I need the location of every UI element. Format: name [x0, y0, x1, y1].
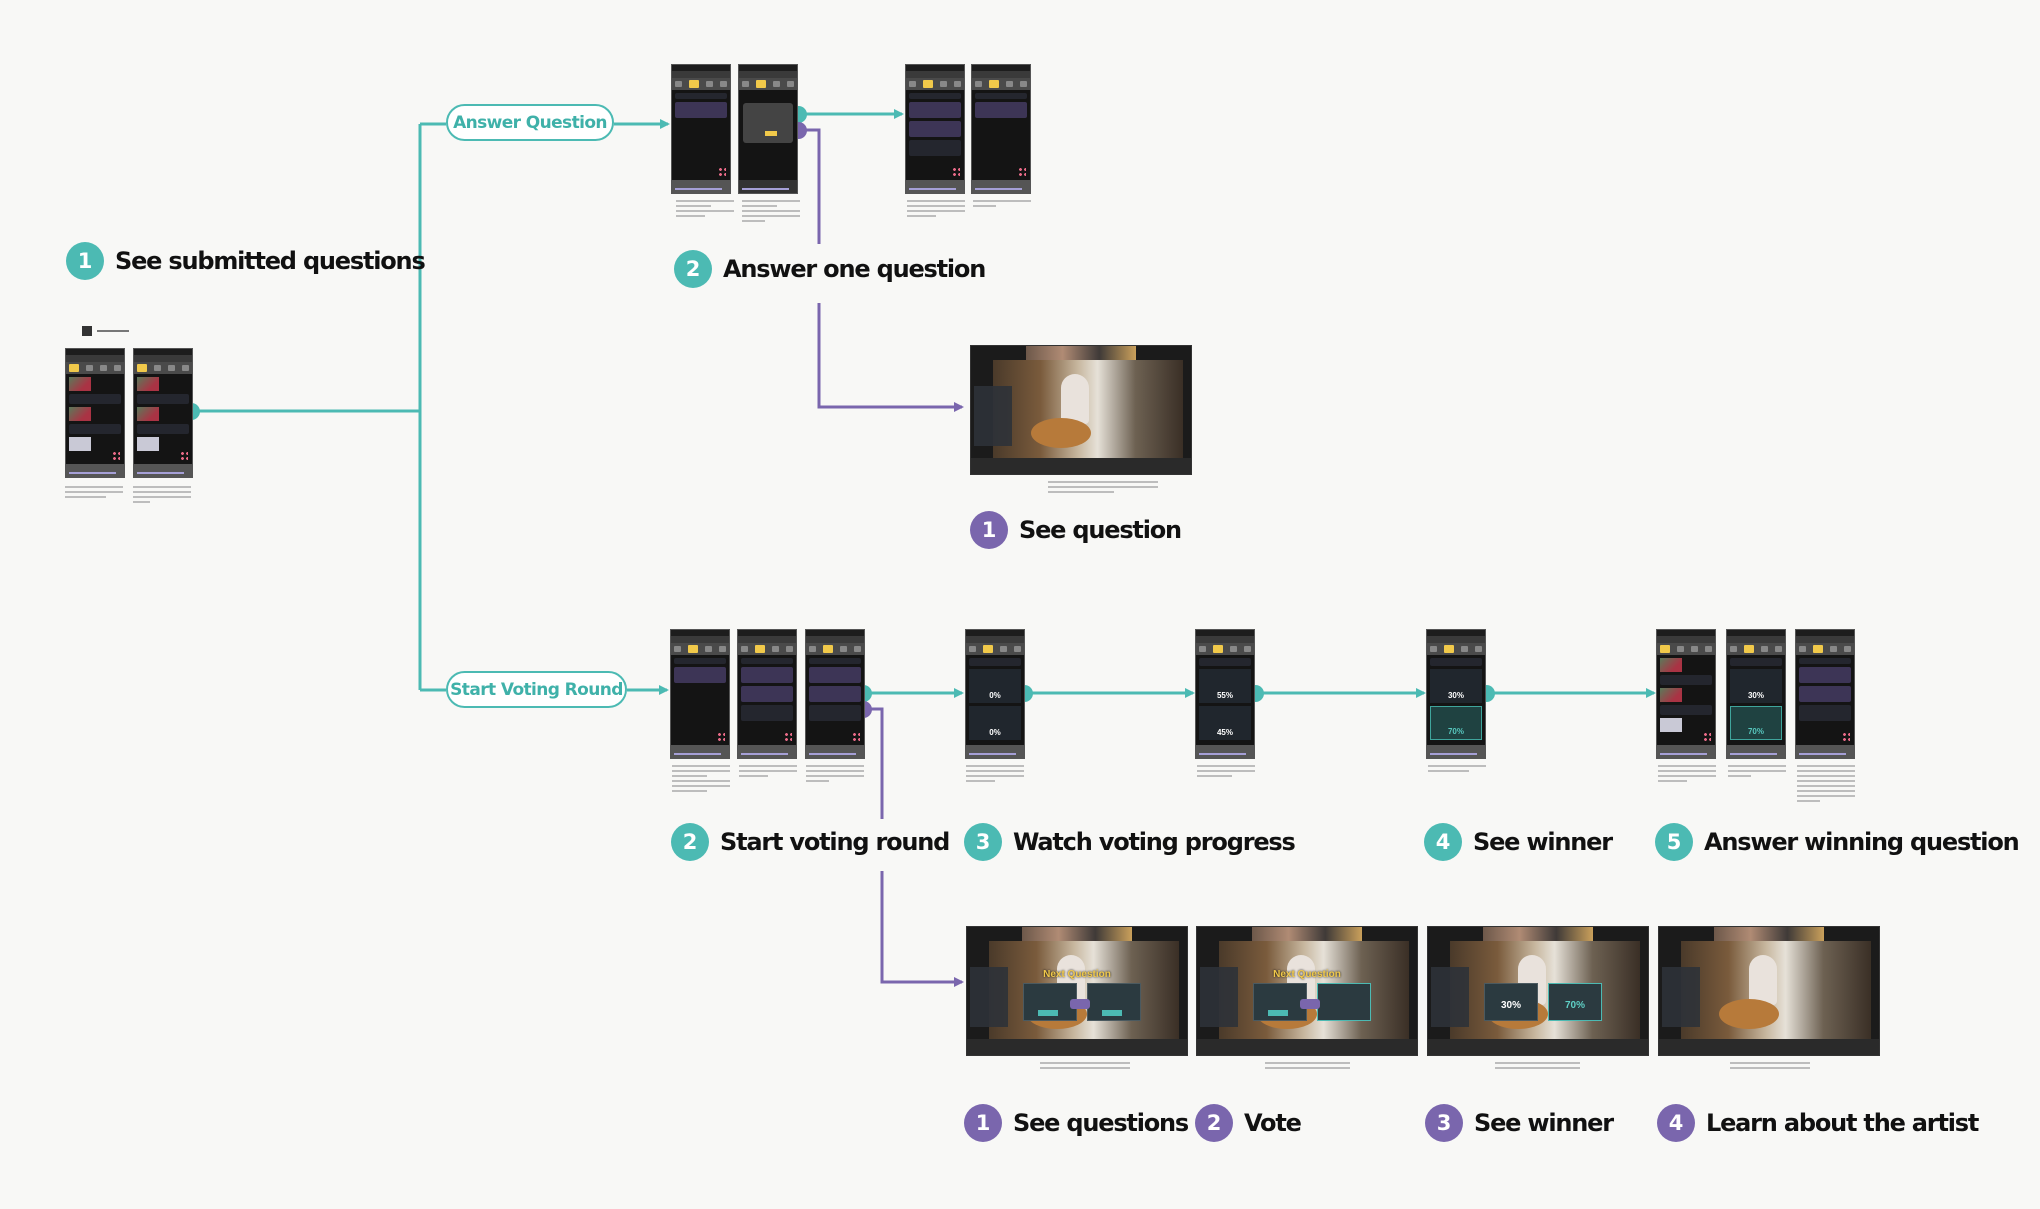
phone-screen: [65, 348, 125, 478]
vote-button[interactable]: [1102, 1010, 1122, 1016]
connector-root: [191, 122, 446, 692]
step-label: See winner: [1473, 828, 1613, 856]
vote-percent-winner: 70%: [1564, 1000, 1585, 1011]
step-number: 3: [1425, 1104, 1463, 1142]
phone-screen: [1795, 629, 1855, 759]
phone-answer-winning: 30% 70%: [1726, 629, 1786, 759]
step-watch-voting-progress: 3 Watch voting progress: [964, 823, 1296, 861]
vote-percent-top: 30%: [1730, 669, 1782, 703]
caption: [1428, 765, 1486, 775]
vote-timer: [1070, 999, 1090, 1009]
vote-button[interactable]: [1038, 1010, 1058, 1016]
step-label: Answer one question: [723, 255, 986, 283]
caption: [676, 200, 734, 220]
step-number: 2: [1195, 1104, 1233, 1142]
caption: [1265, 1062, 1350, 1072]
caption: [907, 200, 965, 220]
fan-step-learn-about-artist: 4 Learn about the artist: [1657, 1104, 1979, 1142]
phone-voting-start: 0% 0%: [965, 629, 1025, 759]
step-label: Learn about the artist: [1706, 1109, 1979, 1137]
fan-step-see-winner: 3 See winner: [1425, 1104, 1614, 1142]
caption: [806, 765, 864, 785]
vote-button[interactable]: [1268, 1010, 1288, 1016]
phone-screen: [671, 64, 731, 194]
step-answer-winning-question: 5 Answer winning question: [1655, 823, 2020, 861]
branch-answer-question: Answer Question: [446, 104, 614, 141]
step-label: Answer winning question: [1704, 828, 2020, 856]
overlay-title: Next Question: [1043, 969, 1111, 980]
vote-percent-left: 30%: [1500, 1000, 1521, 1011]
caption: [966, 765, 1024, 785]
step-start-voting-round: 2 Start voting round: [671, 823, 950, 861]
vote-percent-bottom: 45%: [1199, 706, 1251, 740]
overlay-title: Next Question: [1273, 969, 1341, 980]
fan-video-learn-about-artist: [1658, 926, 1880, 1056]
vote-percent-winner: 70%: [1730, 706, 1782, 740]
phone-screen: [737, 629, 797, 759]
phone-voting-winner: 30% 70%: [1426, 629, 1486, 759]
fan-video-see-question: [970, 345, 1192, 475]
phone-screen: [670, 629, 730, 759]
caption: [65, 486, 123, 501]
vote-percent-top: 55%: [1199, 669, 1251, 703]
step-number: 5: [1655, 823, 1693, 861]
caption: [1495, 1062, 1580, 1072]
caption: [1797, 765, 1855, 805]
app-logo: [82, 326, 129, 336]
fan-step-see-questions: 1 See questions: [964, 1104, 1189, 1142]
step-label: See questions: [1013, 1109, 1189, 1137]
vote-percent-top: 0%: [969, 669, 1021, 703]
fan-step-vote: 2 Vote: [1195, 1104, 1302, 1142]
step-number: 1: [970, 511, 1008, 549]
phone-screen: [133, 348, 193, 478]
caption: [1728, 765, 1786, 780]
phone-screen: [805, 629, 865, 759]
phone-screen: [905, 64, 965, 194]
vote-percent-top: 30%: [1430, 669, 1482, 703]
step-label: Vote: [1244, 1109, 1302, 1137]
caption: [1730, 1062, 1810, 1072]
phone-voting-progress: 55% 45%: [1195, 629, 1255, 759]
branch-start-voting-round: Start Voting Round: [446, 671, 627, 708]
step-number: 4: [1657, 1104, 1695, 1142]
step-label: Start voting round: [720, 828, 950, 856]
step-number: 3: [964, 823, 1002, 861]
step-see-winner: 4 See winner: [1424, 823, 1613, 861]
fan-video-see-questions: Next Question: [966, 926, 1188, 1056]
caption: [1197, 765, 1255, 780]
step-number: 2: [671, 823, 709, 861]
step-number: 1: [66, 242, 104, 280]
vote-percent-winner: 70%: [1430, 706, 1482, 740]
caption: [133, 486, 191, 506]
caption: [1658, 765, 1716, 785]
step-label: See winner: [1474, 1109, 1614, 1137]
step-number: 4: [1424, 823, 1462, 861]
phone-screen: [971, 64, 1031, 194]
vote-timer: [1300, 999, 1320, 1009]
step-see-submitted-questions: 1 See submitted questions: [66, 242, 426, 280]
fan-video-vote: Next Question: [1196, 926, 1418, 1056]
step-answer-one-question: 2 Answer one question: [674, 250, 986, 288]
fan-video-see-winner: 30% 70%: [1427, 926, 1649, 1056]
fan-step-see-question: 1 See question: [970, 511, 1182, 549]
step-number: 1: [964, 1104, 1002, 1142]
step-label: See submitted questions: [115, 247, 426, 275]
caption: [742, 200, 800, 225]
vote-percent-bottom: 0%: [969, 706, 1021, 740]
caption: [973, 200, 1031, 210]
step-label: Watch voting progress: [1013, 828, 1296, 856]
caption: [1048, 481, 1158, 496]
caption: [1040, 1062, 1130, 1072]
phone-screen: [1656, 629, 1716, 759]
step-number: 2: [674, 250, 712, 288]
caption: [672, 765, 730, 795]
caption: [739, 765, 797, 780]
phone-screen: [738, 64, 798, 194]
logo-icon: [82, 326, 92, 336]
step-label: See question: [1019, 516, 1182, 544]
